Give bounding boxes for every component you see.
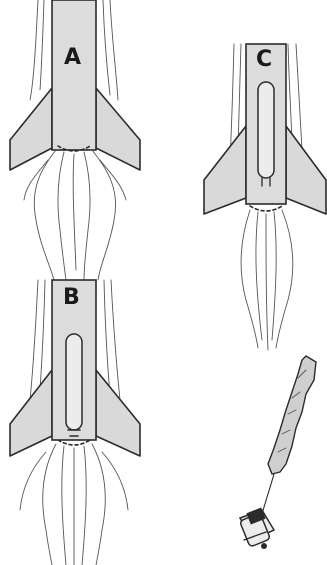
rocket-c: C xyxy=(204,44,326,350)
label-c: C xyxy=(256,47,272,72)
label-a: A xyxy=(64,45,81,70)
ejected-motor xyxy=(240,507,274,549)
motor-casing-b xyxy=(66,334,82,430)
exhaust-plume-c xyxy=(241,210,293,350)
ejected-recovery-assembly xyxy=(240,356,316,549)
body-tube-a xyxy=(52,0,96,150)
exhaust-plume-a xyxy=(24,150,126,280)
exhaust-plume-b xyxy=(20,444,128,565)
label-b: B xyxy=(63,285,80,310)
motor-casing-c xyxy=(258,82,274,178)
left-fin-a xyxy=(10,88,52,170)
rocket-a: A xyxy=(10,0,140,280)
left-fin-b xyxy=(10,370,52,456)
rocket-b: B xyxy=(10,280,140,565)
streamer-chute xyxy=(268,356,316,474)
shroud-line xyxy=(262,474,274,514)
left-fin-c xyxy=(204,126,246,214)
right-fin-c xyxy=(286,126,326,214)
